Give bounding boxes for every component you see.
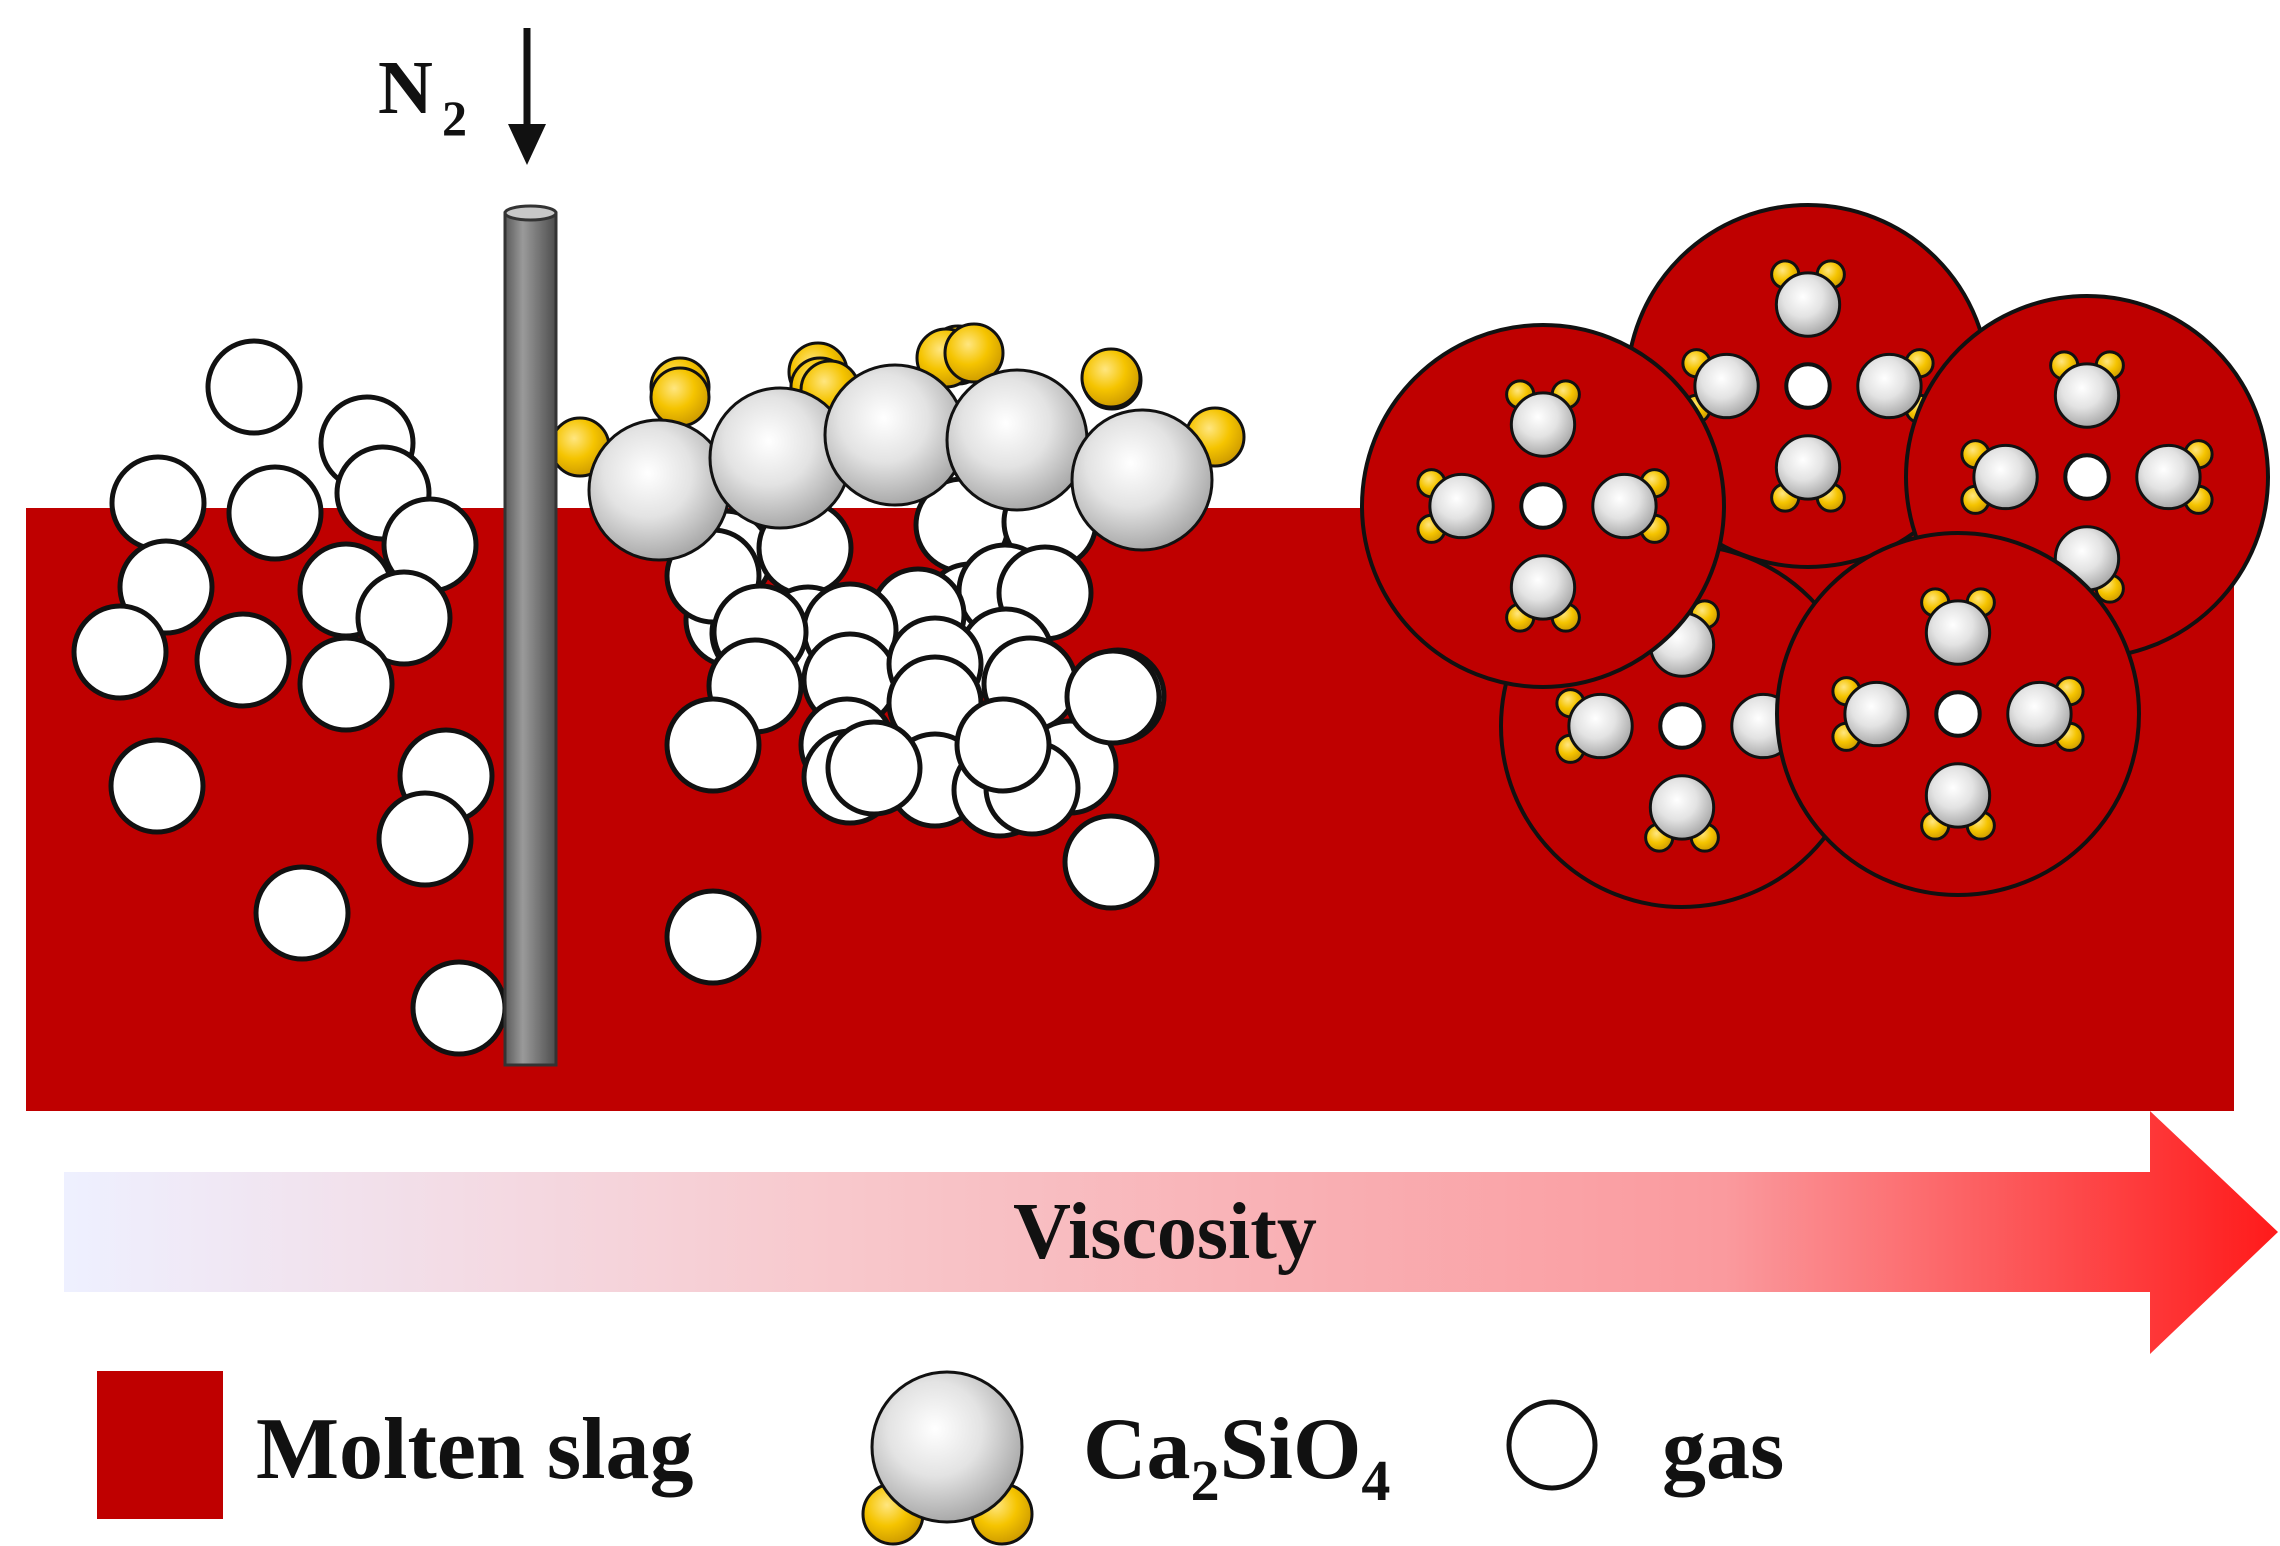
gas-bubble xyxy=(355,569,453,667)
n2-label-main: N xyxy=(378,46,433,130)
viscosity-label: Viscosity xyxy=(1013,1188,1317,1276)
legend-ca2sio4-sub1: 2 xyxy=(1191,1448,1220,1513)
gas-bubble xyxy=(71,603,169,701)
gas-bubble xyxy=(253,864,351,962)
ca2sio4-particle xyxy=(1774,434,1842,501)
ca2sio4-particle xyxy=(1648,774,1716,841)
gas-bubble xyxy=(109,454,207,552)
ca2sio4-particle xyxy=(1972,443,2039,511)
down-arrow-icon xyxy=(508,28,546,165)
n2-injection-lance xyxy=(503,204,558,1067)
ca2sio4-particle xyxy=(1843,680,1910,748)
ca2sio4-particle xyxy=(1693,352,1760,420)
ca2sio4-particle xyxy=(823,363,967,507)
ca2sio4-particle xyxy=(2006,680,2073,748)
ca2sio4-particle xyxy=(1567,692,1634,760)
gas-bubble xyxy=(1784,362,1832,410)
gas-bubble xyxy=(376,790,474,888)
legend-ca2sio4-main: Ca xyxy=(1083,1401,1191,1498)
legend-gas-bubble xyxy=(1506,1399,1598,1491)
ca2sio4-particle xyxy=(1509,391,1577,458)
foam-cell xyxy=(1775,531,2141,897)
gas-bubble xyxy=(194,611,292,709)
ca2sio4-particle xyxy=(945,368,1089,512)
oxygen-knob xyxy=(943,322,1005,384)
ca2sio4-particle xyxy=(2053,362,2121,429)
ca2sio4-particle xyxy=(1070,408,1214,552)
legend-molten-slag-swatch xyxy=(97,1371,223,1519)
gas-bubble xyxy=(664,888,762,986)
ca2sio4-particle xyxy=(870,1370,1024,1524)
gas-bubble xyxy=(825,719,923,817)
gas-bubble xyxy=(954,696,1052,794)
gas-bubbles-left xyxy=(71,338,508,1057)
ca2sio4-particle xyxy=(1774,271,1842,338)
legend-ca2sio4-mid: SiO xyxy=(1220,1401,1362,1498)
legend-ca2sio4-sub2: 4 xyxy=(1361,1448,1390,1513)
ca2sio4-particle xyxy=(1924,599,1992,666)
gas-bubble xyxy=(226,464,324,562)
ca2sio4-particle xyxy=(1428,472,1495,540)
ca2sio4-particle xyxy=(1591,472,1658,540)
gas-bubble xyxy=(1519,482,1567,530)
ca2sio4-particle xyxy=(587,418,731,562)
n2-label-subscript: 2 xyxy=(442,90,467,146)
n2-label: N 2 xyxy=(378,46,467,146)
legend-ca2sio4-label: Ca2SiO4 xyxy=(1083,1401,1390,1513)
gas-bubbles-middle xyxy=(664,473,1167,986)
ca2sio4-particle xyxy=(2135,443,2202,511)
ca2sio4-crust-middle xyxy=(549,322,1246,562)
foam-cell xyxy=(1360,323,1726,689)
legend-gas-label: gas xyxy=(1662,1401,1784,1498)
legend-molten-slag-label: Molten slag xyxy=(256,1401,694,1498)
gas-bubble xyxy=(1658,702,1706,750)
gas-bubble xyxy=(1062,813,1160,911)
gas-bubble xyxy=(1934,690,1982,738)
ca2sio4-particle xyxy=(1856,352,1923,420)
gas-bubble xyxy=(2063,453,2111,501)
legend-ca2sio4-icon xyxy=(861,1370,1034,1546)
gas-bubble xyxy=(1064,648,1162,746)
gas-bubble xyxy=(205,338,303,436)
gas-bubble xyxy=(297,635,395,733)
legend: Molten slag Ca2SiO4 gas xyxy=(97,1370,1784,1546)
ca2sio4-particle xyxy=(1924,762,1992,829)
gas-bubble xyxy=(108,737,206,835)
gas-bubble xyxy=(664,696,762,794)
foam-clusters-right xyxy=(1360,203,2270,909)
ca2sio4-particle xyxy=(1509,554,1577,621)
oxygen-knob xyxy=(649,366,711,428)
viscosity-arrow: Viscosity xyxy=(64,1111,2278,1354)
gas-bubble xyxy=(410,959,508,1057)
oxygen-knob xyxy=(1080,347,1142,409)
